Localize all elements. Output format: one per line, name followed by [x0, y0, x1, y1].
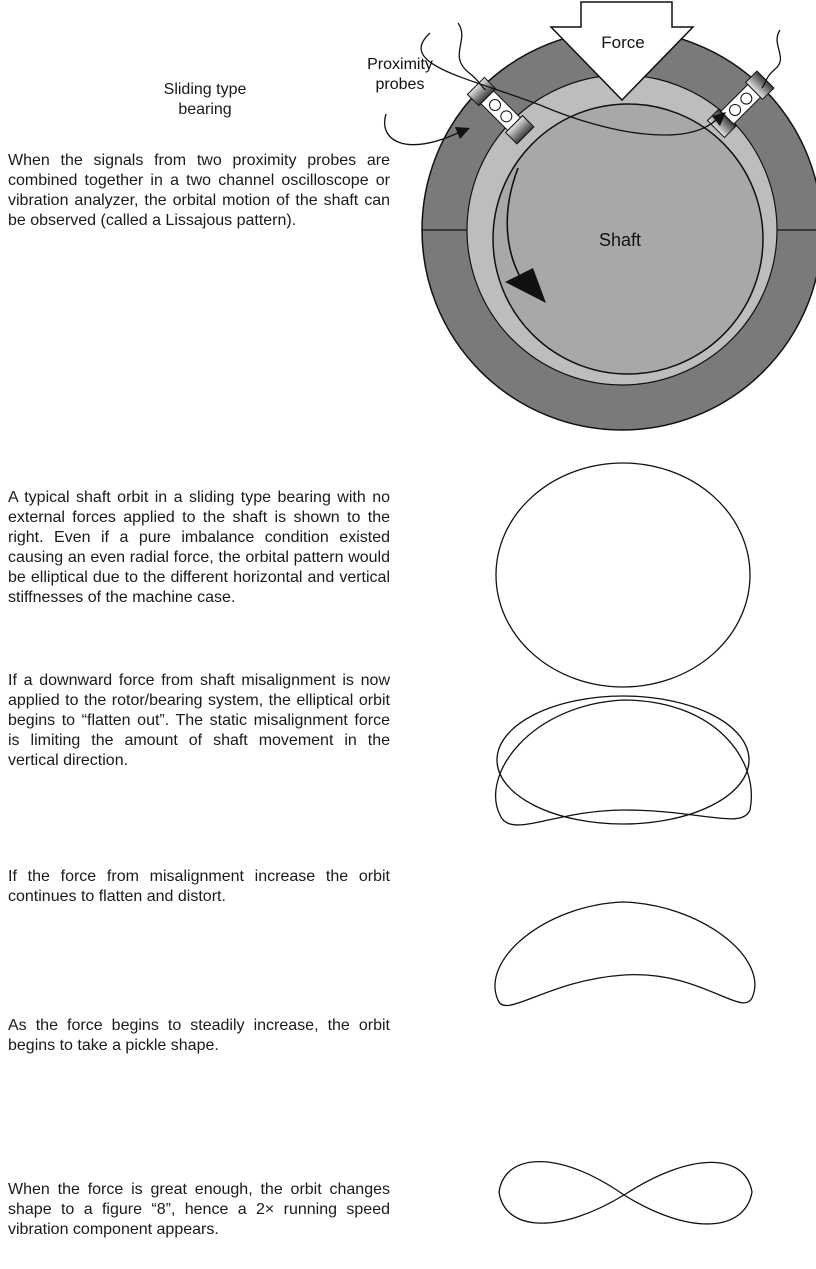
- orbit-elliptical: [495, 462, 751, 688]
- orbit-pickle: [494, 901, 756, 1007]
- figure-eight-paragraph: When the force is great enough, the orbi…: [8, 1181, 390, 1238]
- wire-arrow-head: [712, 112, 726, 126]
- force-label: Force: [601, 33, 644, 52]
- rotation-arrow-head: [505, 268, 546, 303]
- proximity-label-line2: probes: [376, 76, 425, 93]
- orbit-figure-eight: [498, 1160, 753, 1225]
- force-arrow: [549, 1, 695, 102]
- right-probe-cable: [761, 29, 781, 89]
- pickle-orbit-paragraph: As the force begins to steadily increase…: [8, 1017, 390, 1054]
- typical-orbit-paragraph: A typical shaft orbit in a sliding type …: [8, 489, 390, 606]
- bearing-caption: Sliding type bearing: [163, 81, 247, 118]
- bearing-diagram: Force Shaft Proximity probes: [367, 1, 816, 431]
- probe-label-pointer: [384, 113, 461, 146]
- proximity-label-line1: Proximity: [367, 56, 433, 73]
- shaft-label: Shaft: [599, 230, 641, 250]
- probe-pointer-head: [455, 127, 470, 139]
- orbit-distorted: [495, 699, 752, 826]
- intro-paragraph: When the signals from two proximity prob…: [8, 152, 390, 229]
- flatten-orbit-paragraph: If a downward force from shaft misalignm…: [8, 672, 390, 769]
- probe-signal-wire: [420, 32, 719, 136]
- distort-orbit-paragraph: If the force from misalignment increase …: [8, 868, 390, 905]
- left-probe-cable: [457, 22, 487, 91]
- shaft: [492, 103, 764, 375]
- orbit-flattened: [496, 695, 750, 825]
- left-proximity-probe: [466, 76, 535, 145]
